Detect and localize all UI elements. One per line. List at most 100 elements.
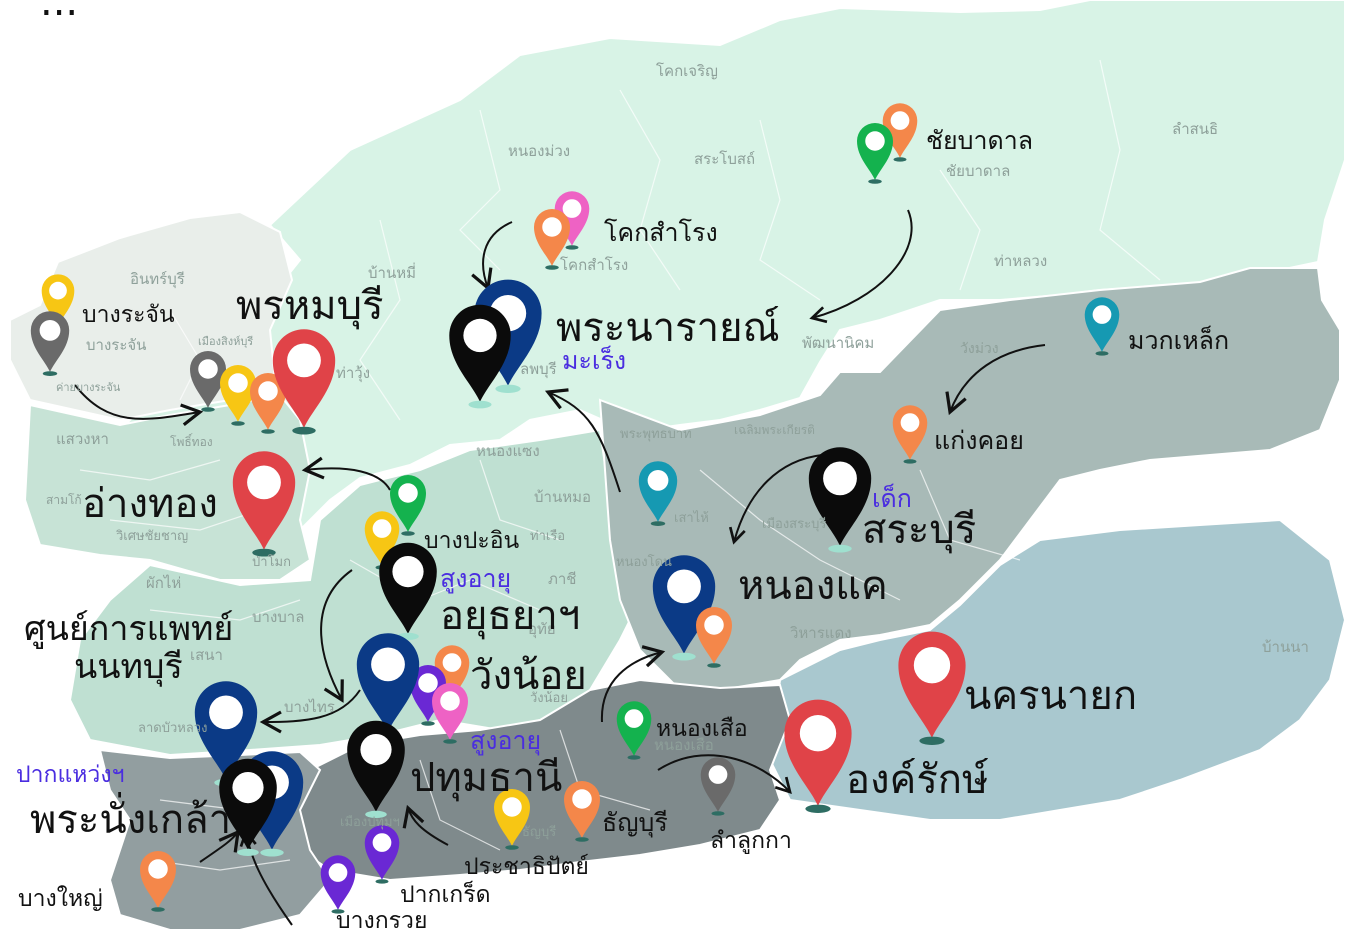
map-pin-orange-nongkhae[interactable] [696,607,732,668]
map-pin-teal-saohai[interactable] [638,461,678,526]
base-label: ท่าวุ้ง [336,364,371,382]
place-label-wangnoi: วังน้อย [470,653,587,699]
place-label-khoksamrong: โคกสำโรง [604,218,718,247]
base-label: ท่าหลวง [994,252,1048,270]
map-pin-black-saraburi[interactable] [808,447,872,553]
place-label-pakkret: ปากเกร็ด [400,882,491,908]
map-pin-red-angthong[interactable] [232,451,296,557]
region-saraburi [598,267,1341,691]
place-label-maraeng: มะเร็ง [562,346,627,375]
base-label: พัฒนานิคม [802,334,875,352]
map-pin-pink-khoksamrong[interactable] [554,191,590,250]
map-pin-green-chaibadan[interactable] [857,123,893,184]
place-label-nongsuea: หนองเสือ [656,716,748,742]
place-label-chaibadan: ชัยบาดาล [926,126,1034,155]
map-pin-gray-phromburi[interactable] [190,351,226,412]
map-pin-black-maraeng[interactable] [449,304,511,409]
base-label: บ้านหมี่ [368,264,416,282]
map-pin-red-nakhonnayok[interactable] [898,631,966,745]
base-label: อินทร์บุรี [130,270,185,288]
place-label-thanyaburi: ธัญบุรี [602,808,668,837]
map-pin-green-nongsuea[interactable] [616,701,652,760]
base-label: เมืองปทุมฯ [340,815,400,830]
map-pin-purple-wangnoi[interactable] [410,665,446,726]
base-label: เสนา [190,646,223,664]
map-pin-purple-pakkret[interactable] [364,825,400,884]
district-borders [79,59,1161,871]
map-pin-black-pathumthani[interactable] [347,720,405,818]
map-pin-black-phranangklao[interactable] [219,758,277,856]
map-pin-teal-muaklek[interactable] [1084,297,1120,356]
base-label: แสวงหา [56,430,109,448]
base-label: โคกเจริญ [656,62,718,80]
place-label-nongkhae: หนองแค [738,563,888,609]
place-label-sungayu-pathum: สูงอายุ [470,726,542,755]
place-label-ayutthaya: อยุธยาฯ [440,593,581,639]
place-label-bangkruai: บางกรวย [336,908,428,934]
place-label-muaklek: มวกเหล็ก [1128,326,1230,355]
map-pin-purple-bangkruai[interactable] [320,855,356,914]
base-label: วังน้อย [530,691,568,706]
base-label: บางบาล [252,608,305,626]
base-label: ธัญบุรี [522,825,557,840]
map-pin-yellow-phromburi[interactable] [220,365,256,426]
base-label: โพธิ์ทอง [170,435,213,449]
place-label-pathumthani: ปทุมธานี [410,755,563,801]
place-label-angthong: อ่างทอง [82,481,218,527]
base-label: พระพุทธบาท [620,427,692,442]
base-label: ลาดบัวหลวง [138,721,208,736]
base-label: สามโก้ [46,493,82,507]
map-pin-gray-bangrachan[interactable] [30,311,70,376]
page-title-fragment: ... [40,0,79,25]
base-label: บ้านหมอ [534,488,591,506]
map-pin-yellow-prachathipat[interactable] [494,789,530,850]
place-label-nakhonnayok: นครนายก [964,673,1138,719]
map-pin-navy-nongkhae[interactable] [652,555,716,661]
map-pin-orange-khoksamrong[interactable] [534,209,570,270]
base-label: ลำสนธิ [1172,120,1219,138]
place-label-bangyai: บางใหญ่ [18,886,103,912]
place-label-phranarai: พระนารายณ์ [556,305,780,351]
base-label: หนองม่วง [508,142,571,160]
map-pin-orange-thanyaburi[interactable] [564,781,600,842]
place-label-phranangklao: พระนั่งเกล้า [30,797,232,843]
map-pin-orange-phromburi[interactable] [250,373,286,434]
map-pin-red-ongkharak[interactable] [784,699,852,813]
place-label-saraburi: สระบุรี [862,507,977,553]
map-pin-green-bangpain[interactable] [390,475,426,536]
place-label-ongkharak: องค์รักษ์ [846,757,989,803]
map-pin-gray-lamlukka[interactable] [700,757,736,816]
base-label: บางไทร [284,698,335,716]
base-label: เมืองสระบุรี [762,517,827,532]
base-label: เฉลิมพระเกียรติ [734,423,815,437]
place-label-nonthaburi-med-2: นนทบุรี [74,647,183,687]
base-label: ภาชี [548,570,577,588]
place-label-phromburi: พรหมบุรี [236,283,384,329]
base-label: หนองโดน [616,555,672,570]
map-pin-pink-wangnoi[interactable] [432,683,468,744]
map-pin-red-phromburi[interactable] [272,329,336,435]
map-pin-orange-chaibadan[interactable] [882,103,918,162]
map-pin-orange-bangyai[interactable] [140,851,176,912]
place-label-bangrachan: บางระจัน [82,302,175,328]
map-pin-orange-kaengkhoi[interactable] [892,405,928,464]
place-label-sungayu-ayutthaya: สูงอายุ [440,564,512,593]
base-label: อุทัย [528,620,556,638]
pins [30,103,1120,914]
base-label: บ้านนา [1262,638,1309,656]
base-label: ชัยบาดาล [946,162,1011,180]
place-label-kaengkhoi: แก่งคอย [934,426,1024,455]
base-label: ผักไห่ [146,574,182,592]
base-label: วังม่วง [960,341,999,357]
base-label: วิเศษชัยชาญ [116,529,189,544]
base-label: ลพบุรี [520,360,557,378]
base-label: เมืองสิงห์บุรี [198,335,254,348]
arrows [74,209,1046,926]
place-label-lamlukka: ลำลูกกา [710,828,792,854]
region-nakhonnayok [768,518,1345,821]
base-label: ท่าเรือ [530,529,566,544]
base-label: บางระจัน [86,336,147,354]
base-label: หนองเสือ [654,736,714,754]
